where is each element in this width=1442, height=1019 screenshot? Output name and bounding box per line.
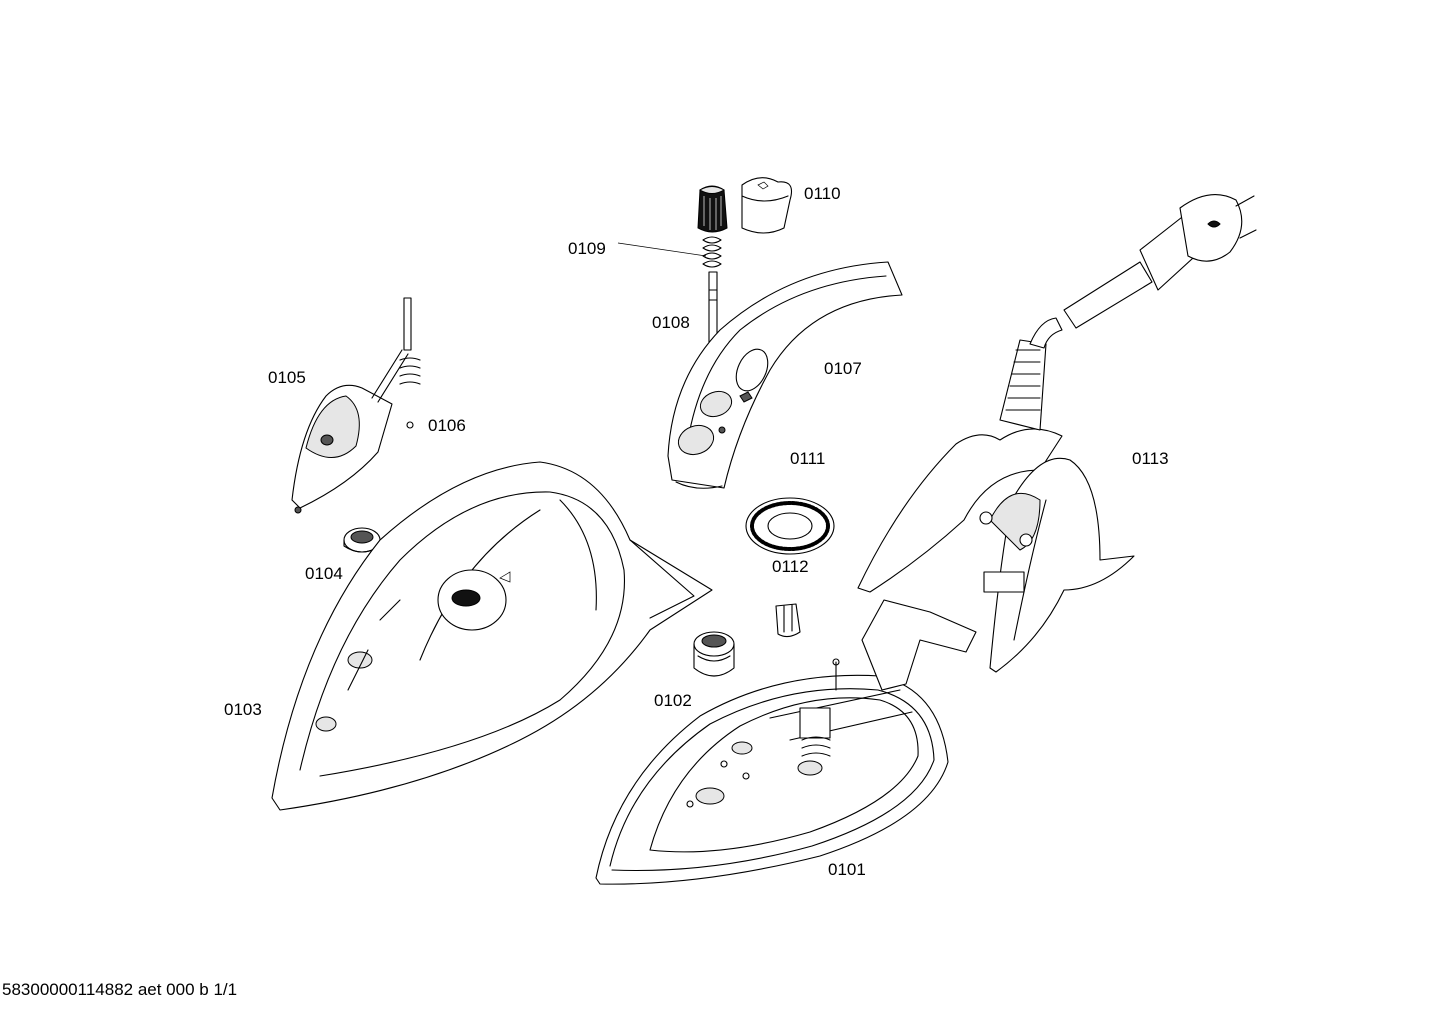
part-0113-rear-cover — [857, 317, 1135, 673]
part-0110-cap — [741, 177, 793, 234]
label-0113: 0113 — [1132, 449, 1169, 468]
part-0101-soleplate — [595, 599, 977, 885]
label-0101: 0101 — [828, 860, 866, 879]
part-0112-dial — [745, 497, 835, 555]
label-0105: 0105 — [268, 368, 306, 387]
label-0103: 0103 — [224, 700, 262, 719]
part-0107-handle-cover — [667, 261, 903, 489]
part-0103-housing — [271, 461, 713, 811]
part-labels: 0101 0102 0103 0104 0105 0106 0107 0108 … — [224, 184, 1169, 879]
label-0107: 0107 — [824, 359, 862, 378]
drawing-reference: 58300000114882 aet 000 b 1/1 — [2, 980, 238, 999]
label-0102: 0102 — [654, 691, 692, 710]
part-0102-ring — [693, 631, 735, 677]
part-0106-washer — [406, 421, 414, 429]
label-0104: 0104 — [305, 564, 343, 583]
part-connector-pin — [775, 603, 801, 638]
label-0108: 0108 — [652, 313, 690, 332]
label-0106: 0106 — [428, 416, 466, 435]
part-0109-knob — [697, 185, 728, 268]
part-0105-top-cap — [291, 297, 421, 514]
leader-0109 — [617, 242, 707, 257]
label-0109: 0109 — [568, 239, 606, 258]
label-0110: 0110 — [804, 184, 841, 203]
part-0104-grommet — [343, 527, 381, 553]
label-0111: 0111 — [790, 449, 825, 468]
part-power-cord-plug — [1063, 194, 1257, 329]
label-0112: 0112 — [772, 557, 809, 576]
